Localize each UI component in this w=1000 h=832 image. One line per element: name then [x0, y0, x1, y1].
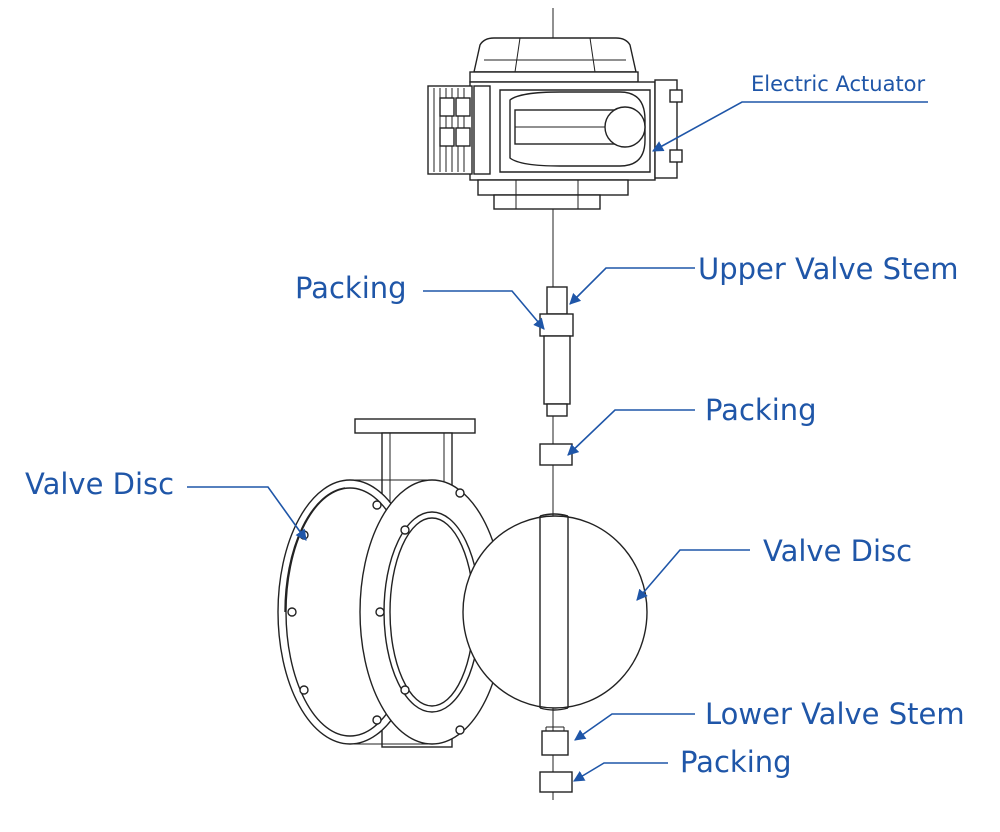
electric-actuator-part [427, 37, 683, 210]
leader-packing-middle [567, 409, 695, 456]
packing-middle-part [539, 443, 573, 466]
leader-packing-upper [423, 290, 545, 330]
valve-body-part [277, 418, 505, 748]
upper-valve-stem-part [539, 286, 574, 417]
leader-valve-disc-right [636, 549, 750, 601]
label-electric-actuator: Electric Actuator [751, 72, 926, 96]
leader-upper-valve-stem [569, 267, 695, 305]
packing-bottom-part [539, 771, 573, 793]
leader-valve-disc-left [187, 486, 307, 541]
leader-lines [187, 101, 928, 782]
lower-valve-stem-part [541, 730, 569, 756]
leader-packing-bottom [573, 762, 668, 782]
label-packing-middle: Packing [705, 393, 817, 427]
label-packing-upper: Packing [295, 271, 407, 305]
label-valve-disc-left: Valve Disc [25, 467, 175, 501]
label-packing-bottom: Packing [680, 745, 792, 779]
valve-disc-part [462, 513, 648, 711]
label-lower-valve-stem: Lower Valve Stem [705, 697, 965, 731]
leader-electric-actuator [652, 101, 928, 152]
label-upper-valve-stem: Upper Valve Stem [698, 252, 959, 286]
leader-lower-valve-stem [574, 713, 695, 741]
label-valve-disc-right: Valve Disc [763, 534, 913, 568]
